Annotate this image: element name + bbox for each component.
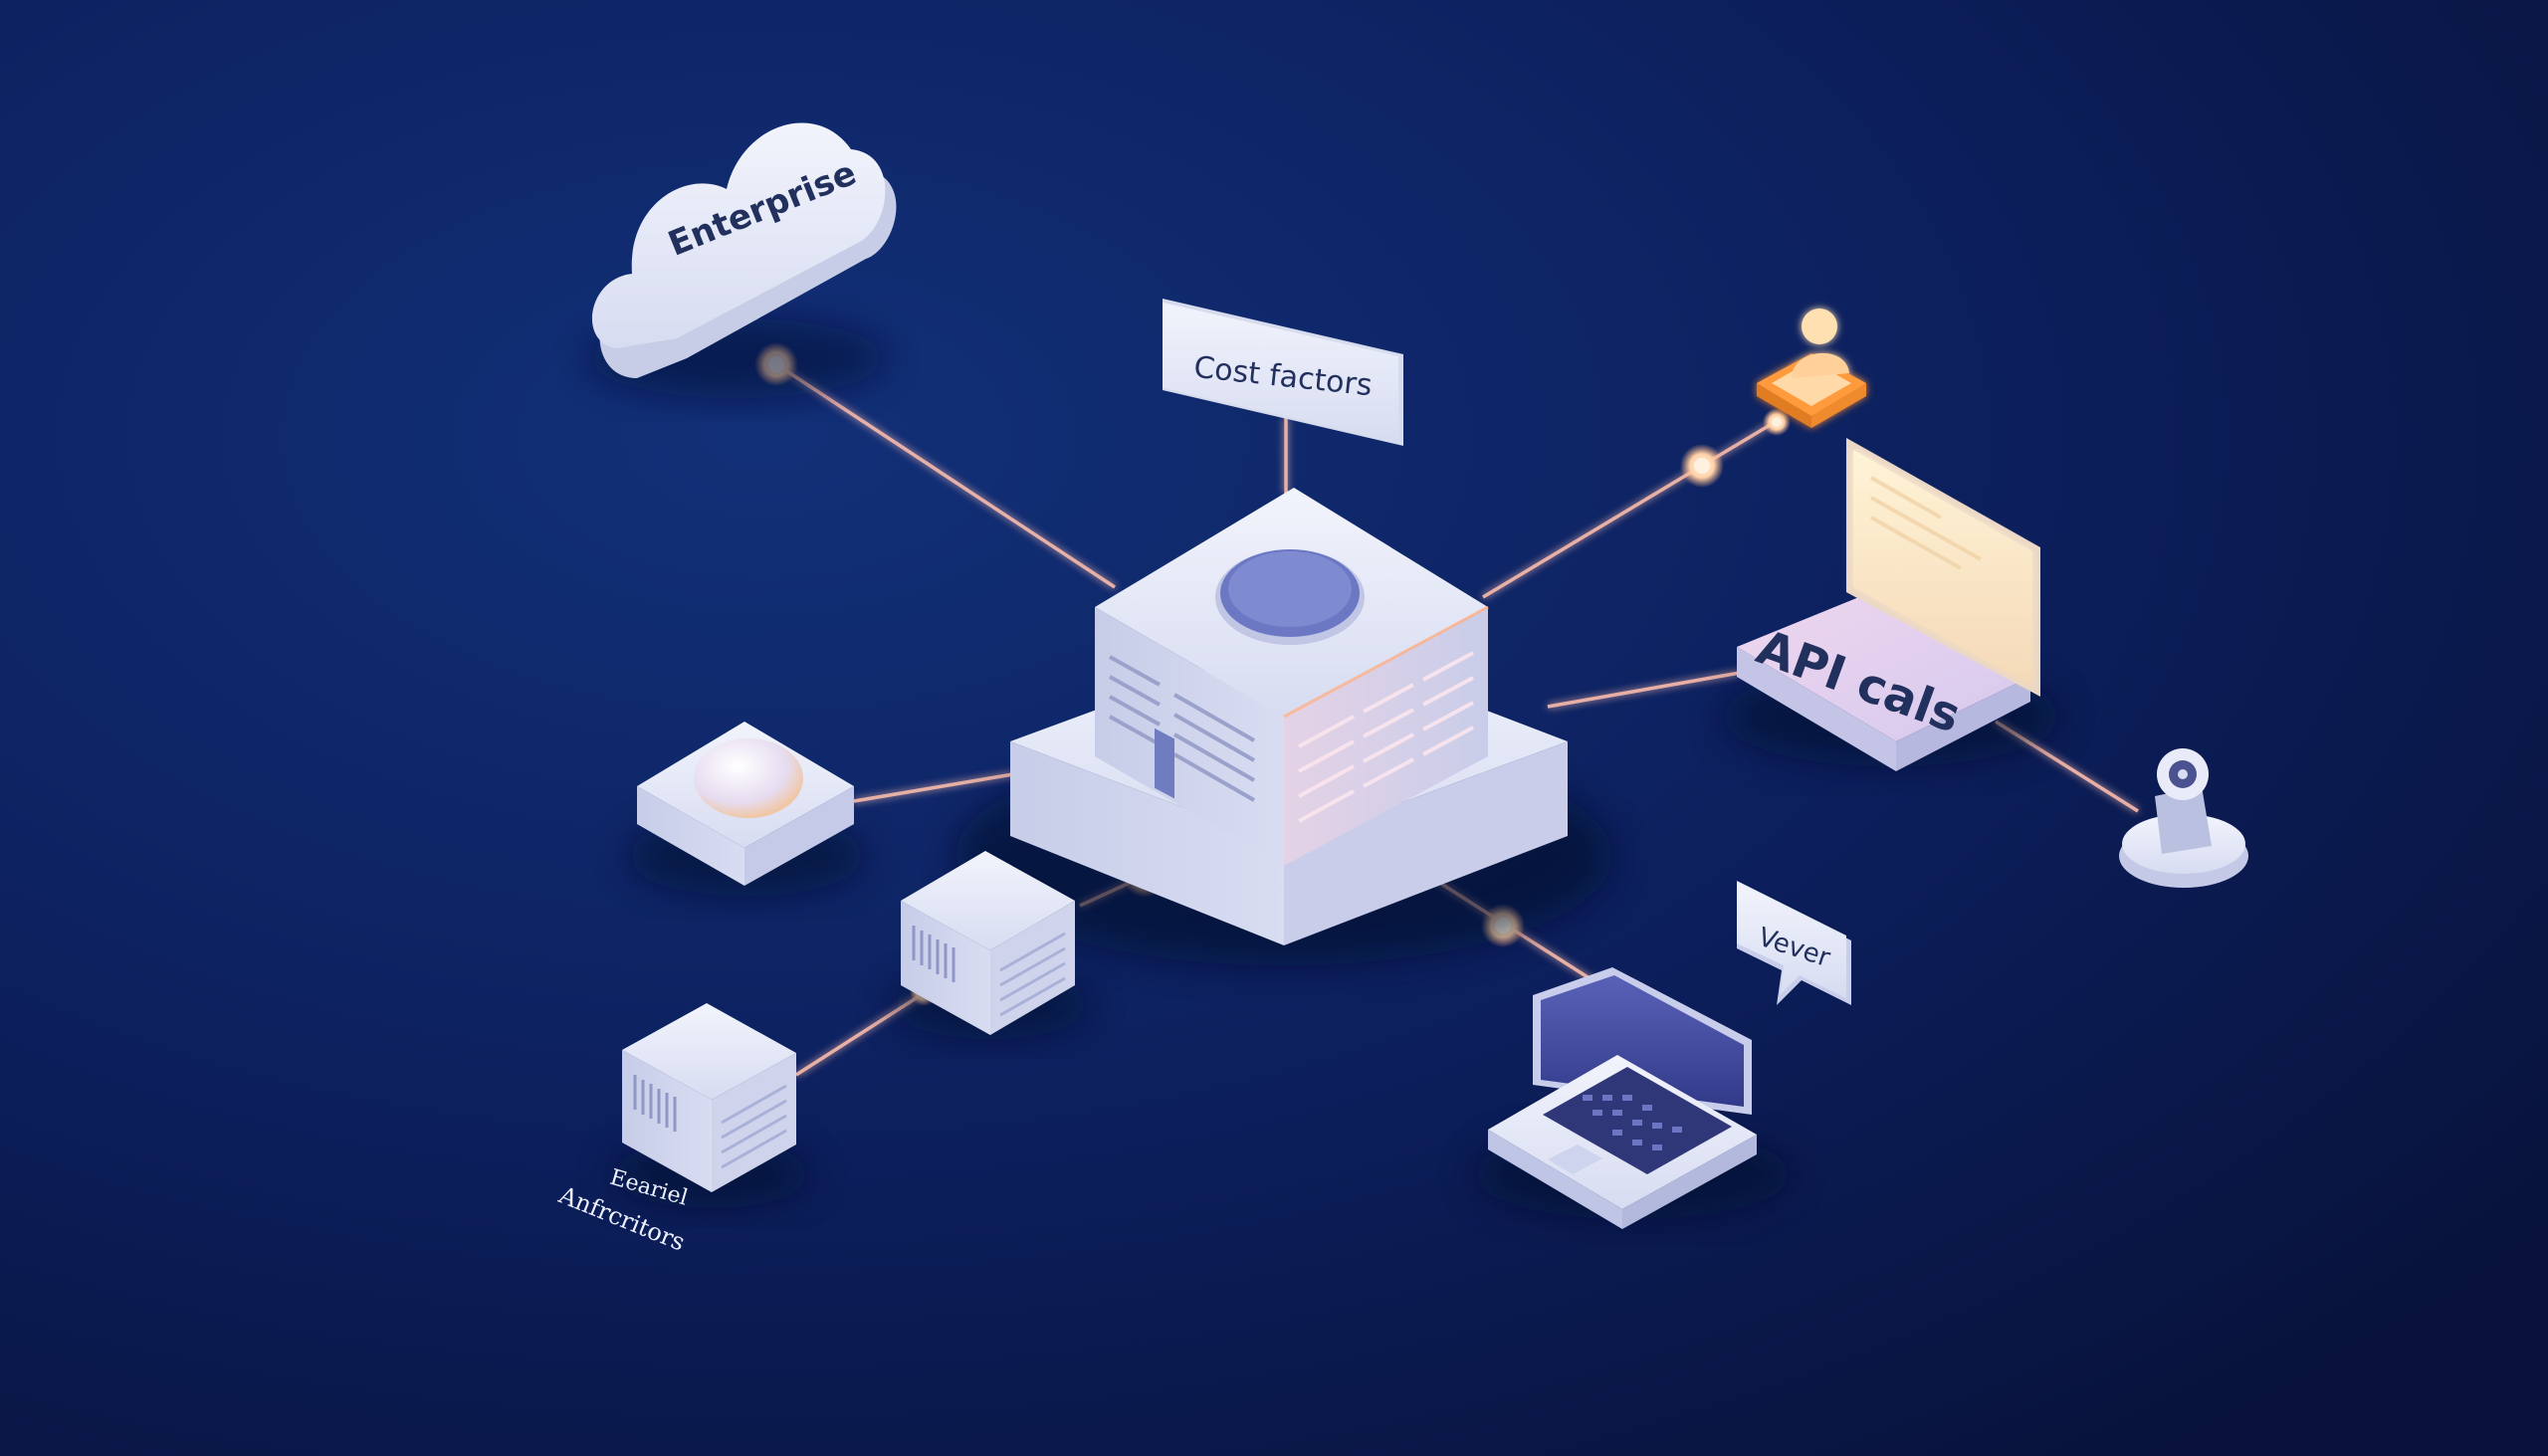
connector-user — [1482, 416, 1783, 599]
storage-cube-icon — [622, 1003, 796, 1192]
viewer-device-node[interactable] — [1473, 967, 1792, 1229]
connector-api — [1547, 671, 1741, 709]
rack-upper-node[interactable] — [891, 851, 1090, 1039]
api-calls-node[interactable]: API cals — [1722, 438, 2060, 771]
user-node[interactable] — [1757, 309, 1866, 428]
connector-enterprise — [775, 362, 1116, 589]
sphere-module-node[interactable] — [627, 722, 866, 896]
storage-cube-icon — [901, 851, 1075, 1035]
user-icon — [1757, 309, 1866, 428]
laptop-icon — [1488, 967, 1757, 1229]
cloud-icon — [591, 122, 897, 378]
webcam-icon — [2119, 748, 2248, 888]
server-hub-icon — [1010, 488, 1568, 945]
sphere-module-icon — [637, 722, 854, 886]
laptop-icon — [1737, 438, 2040, 771]
speech-bubble-icon — [1737, 881, 1851, 1005]
connector-sphere — [853, 772, 1014, 803]
central-hub-node[interactable] — [956, 488, 1612, 965]
rack-lower-node[interactable] — [612, 1003, 811, 1208]
enterprise-cloud-node[interactable]: Enterprise — [587, 122, 897, 398]
cost-factors-callout: Cost factors — [1163, 299, 1403, 446]
camera-node[interactable] — [2119, 748, 2248, 888]
